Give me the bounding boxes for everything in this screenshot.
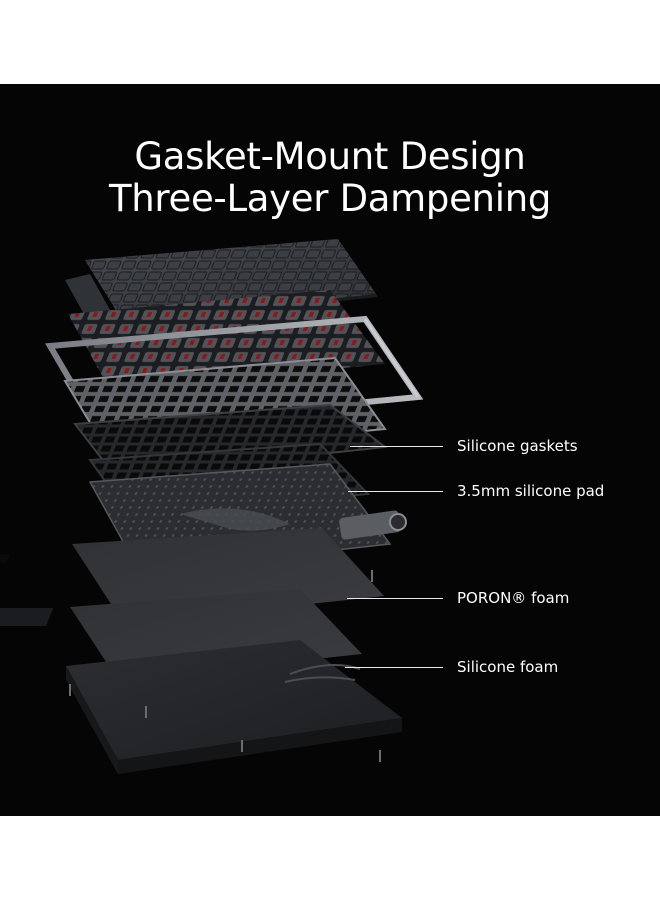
exploded-keyboard-illustration bbox=[0, 239, 424, 774]
callout-silicone-gaskets: Silicone gaskets bbox=[457, 437, 578, 455]
leader-line-poron-foam bbox=[347, 598, 443, 599]
callout-silicone-foam: Silicone foam bbox=[457, 658, 559, 676]
callout-poron-foam: PORON® foam bbox=[457, 589, 570, 607]
headline: Gasket-Mount Design Three-Layer Dampenin… bbox=[0, 136, 660, 220]
callout-silicone-pad: 3.5mm silicone pad bbox=[457, 482, 605, 500]
leader-line-silicone-pad bbox=[348, 491, 443, 492]
product-image-panel: Gasket-Mount Design Three-Layer Dampenin… bbox=[0, 84, 660, 816]
headline-line-2: Three-Layer Dampening bbox=[108, 177, 552, 220]
screws bbox=[69, 570, 381, 762]
leader-line-silicone-foam bbox=[345, 667, 443, 668]
headline-line-1: Gasket-Mount Design bbox=[134, 135, 526, 178]
leader-line-silicone-gaskets bbox=[350, 446, 443, 447]
bottom-case-layer bbox=[66, 640, 402, 774]
